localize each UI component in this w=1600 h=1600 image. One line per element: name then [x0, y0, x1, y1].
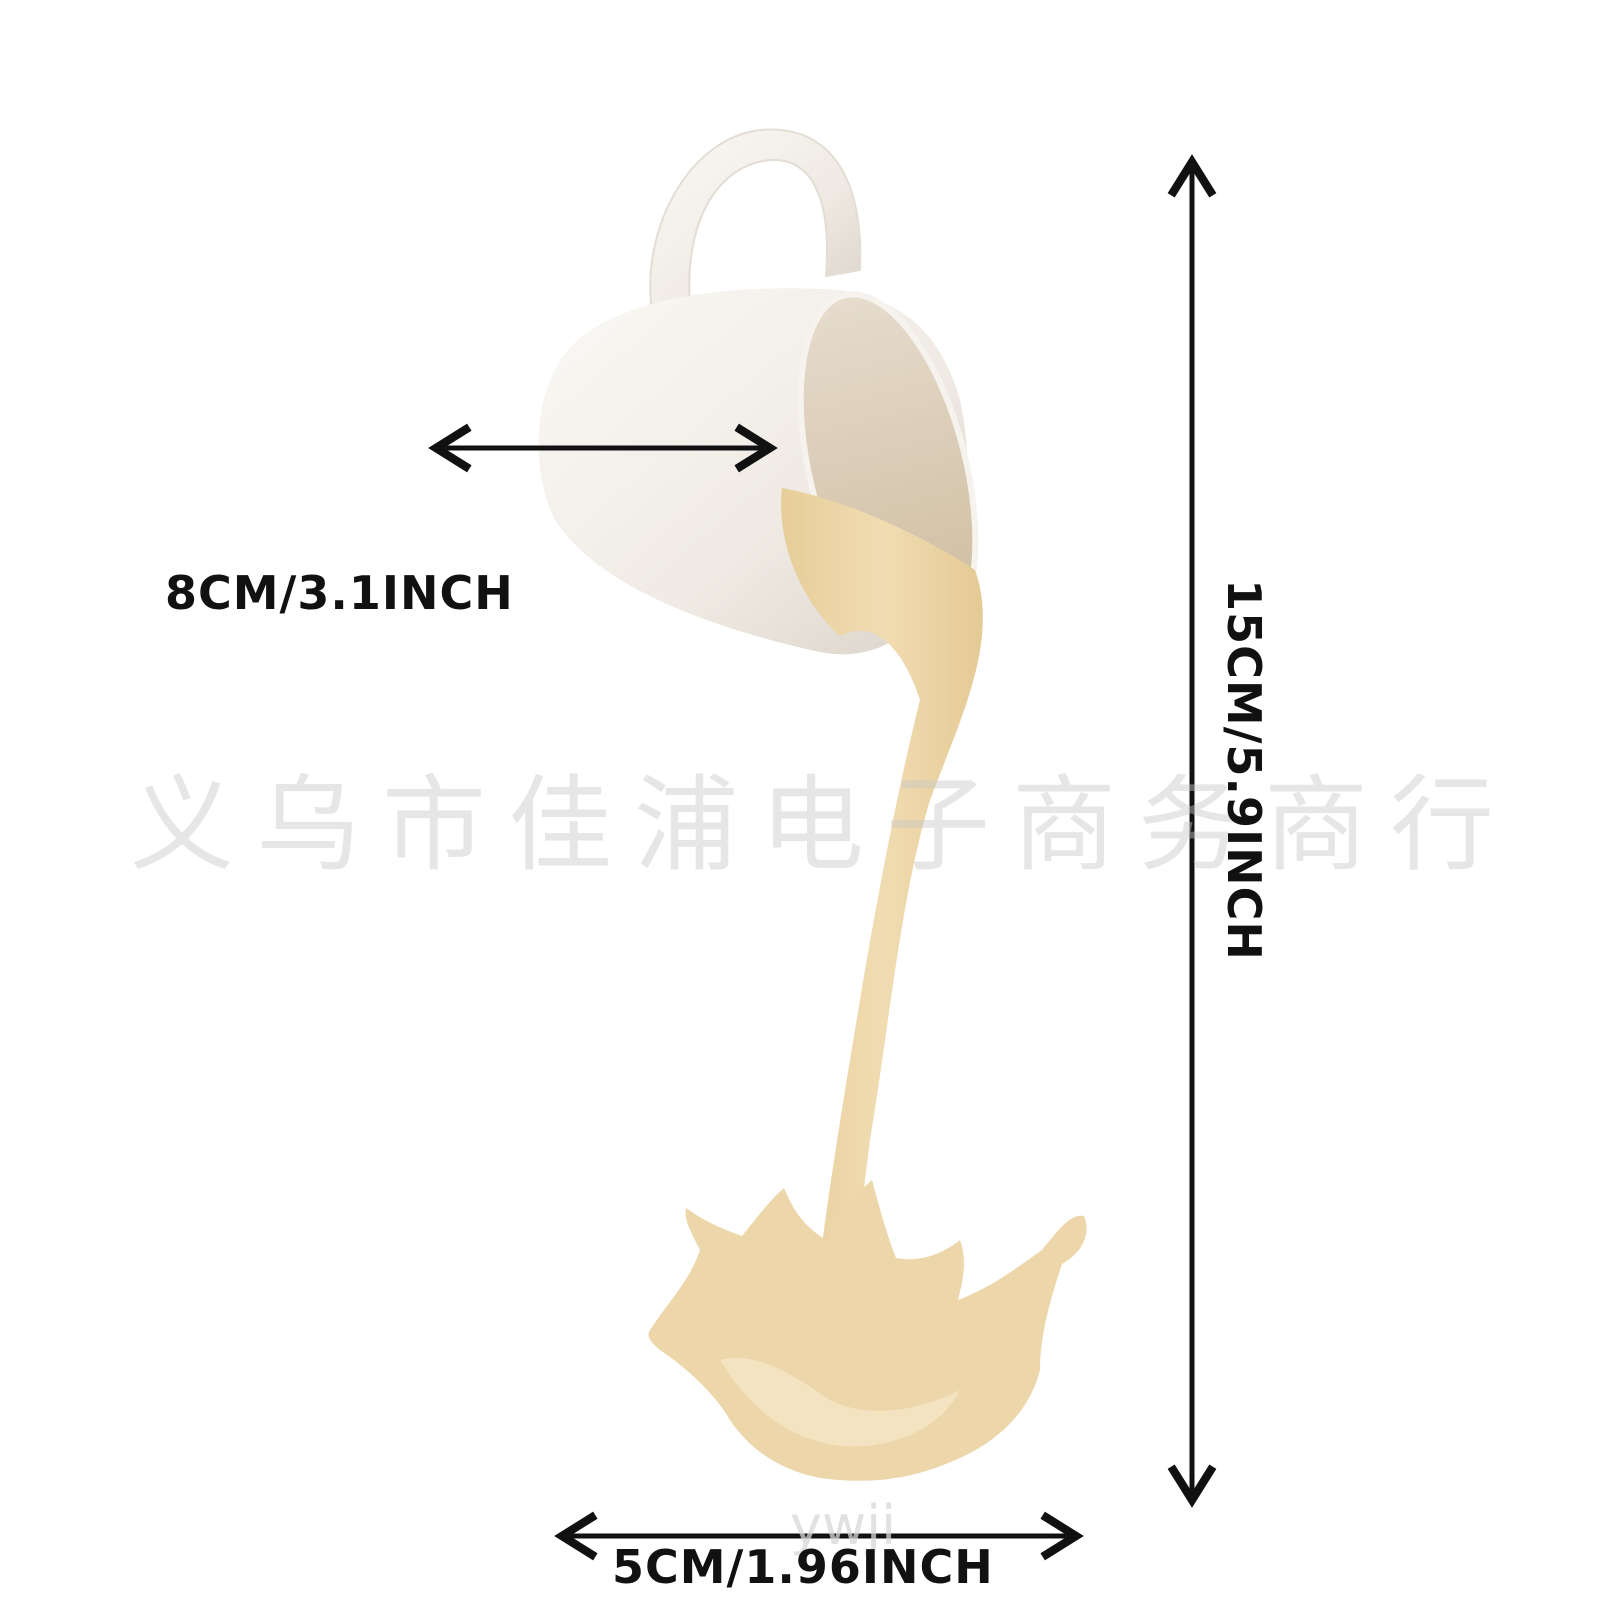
width-dimension-label: 8CM/3.1INCH: [165, 566, 514, 620]
coffee-stream: [781, 488, 983, 1350]
base-dimension-label: 5CM/1.96INCH: [612, 1540, 994, 1594]
splash-highlight: [720, 1358, 960, 1447]
cup-handle: [649, 128, 862, 314]
height-dimension-label: 15CM/5.9INCH: [1217, 579, 1271, 961]
